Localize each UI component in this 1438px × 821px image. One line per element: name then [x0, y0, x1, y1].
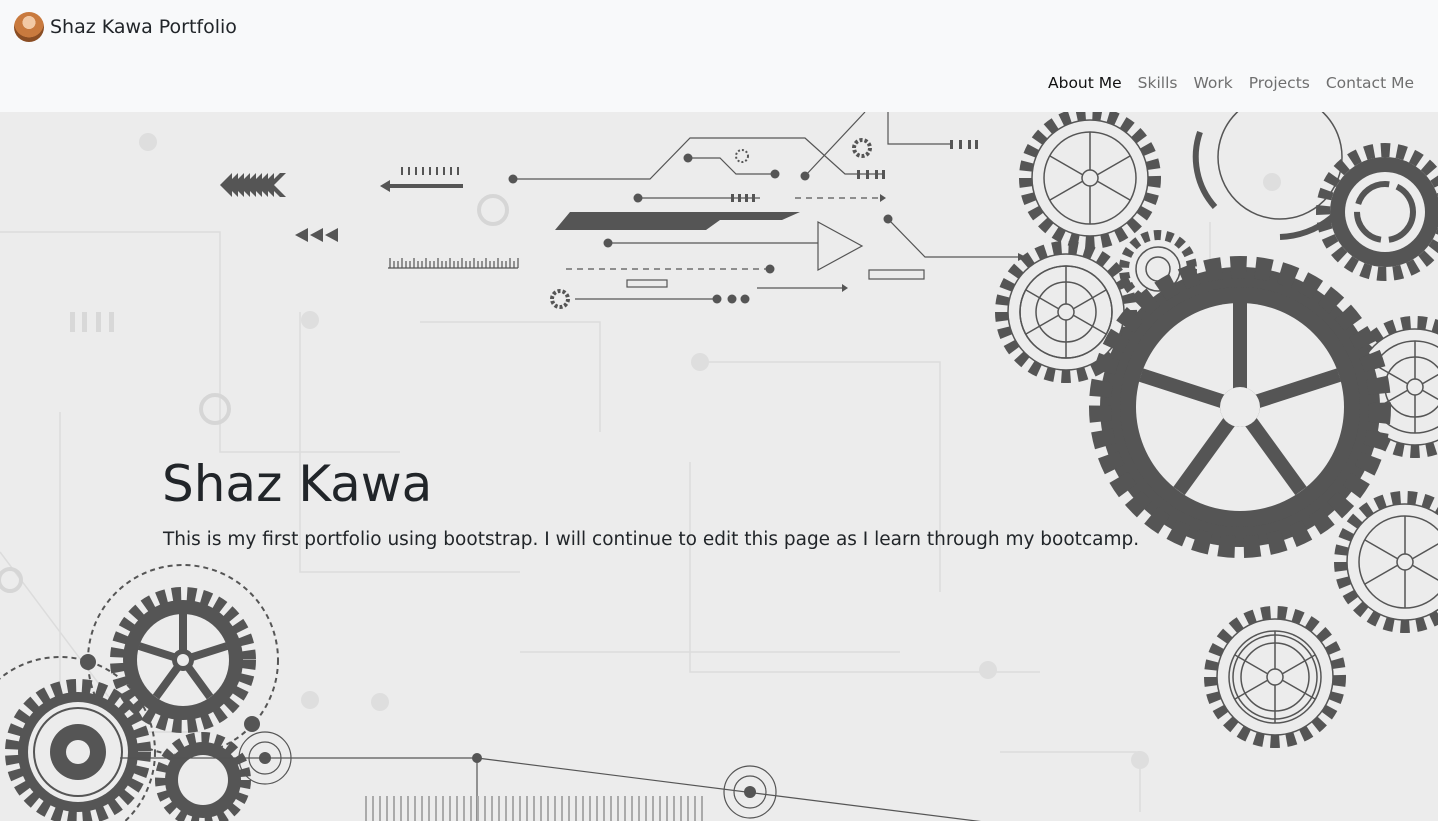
navbar: Shaz Kawa Portfolio About Me Skills Work…: [0, 0, 1438, 112]
hero-jumbotron: Shaz Kawa This is my first portfolio usi…: [0, 112, 1438, 821]
hero-lead: This is my first portfolio using bootstr…: [163, 529, 1140, 550]
nav-link-work[interactable]: Work: [1193, 74, 1233, 92]
nav-link-projects[interactable]: Projects: [1248, 74, 1310, 92]
hero-title: Shaz Kawa: [162, 455, 433, 513]
brand-name: Shaz Kawa Portfolio: [50, 16, 237, 38]
gears-circuit-illustration: [0, 112, 1438, 821]
nav-links: About Me Skills Work Projects Contact Me: [1048, 72, 1414, 94]
nav-link-about-me[interactable]: About Me: [1048, 74, 1122, 92]
navbar-brand[interactable]: Shaz Kawa Portfolio: [14, 12, 237, 42]
nav-link-contact-me[interactable]: Contact Me: [1325, 74, 1414, 92]
avatar: [14, 12, 44, 42]
nav-link-skills[interactable]: Skills: [1137, 74, 1178, 92]
